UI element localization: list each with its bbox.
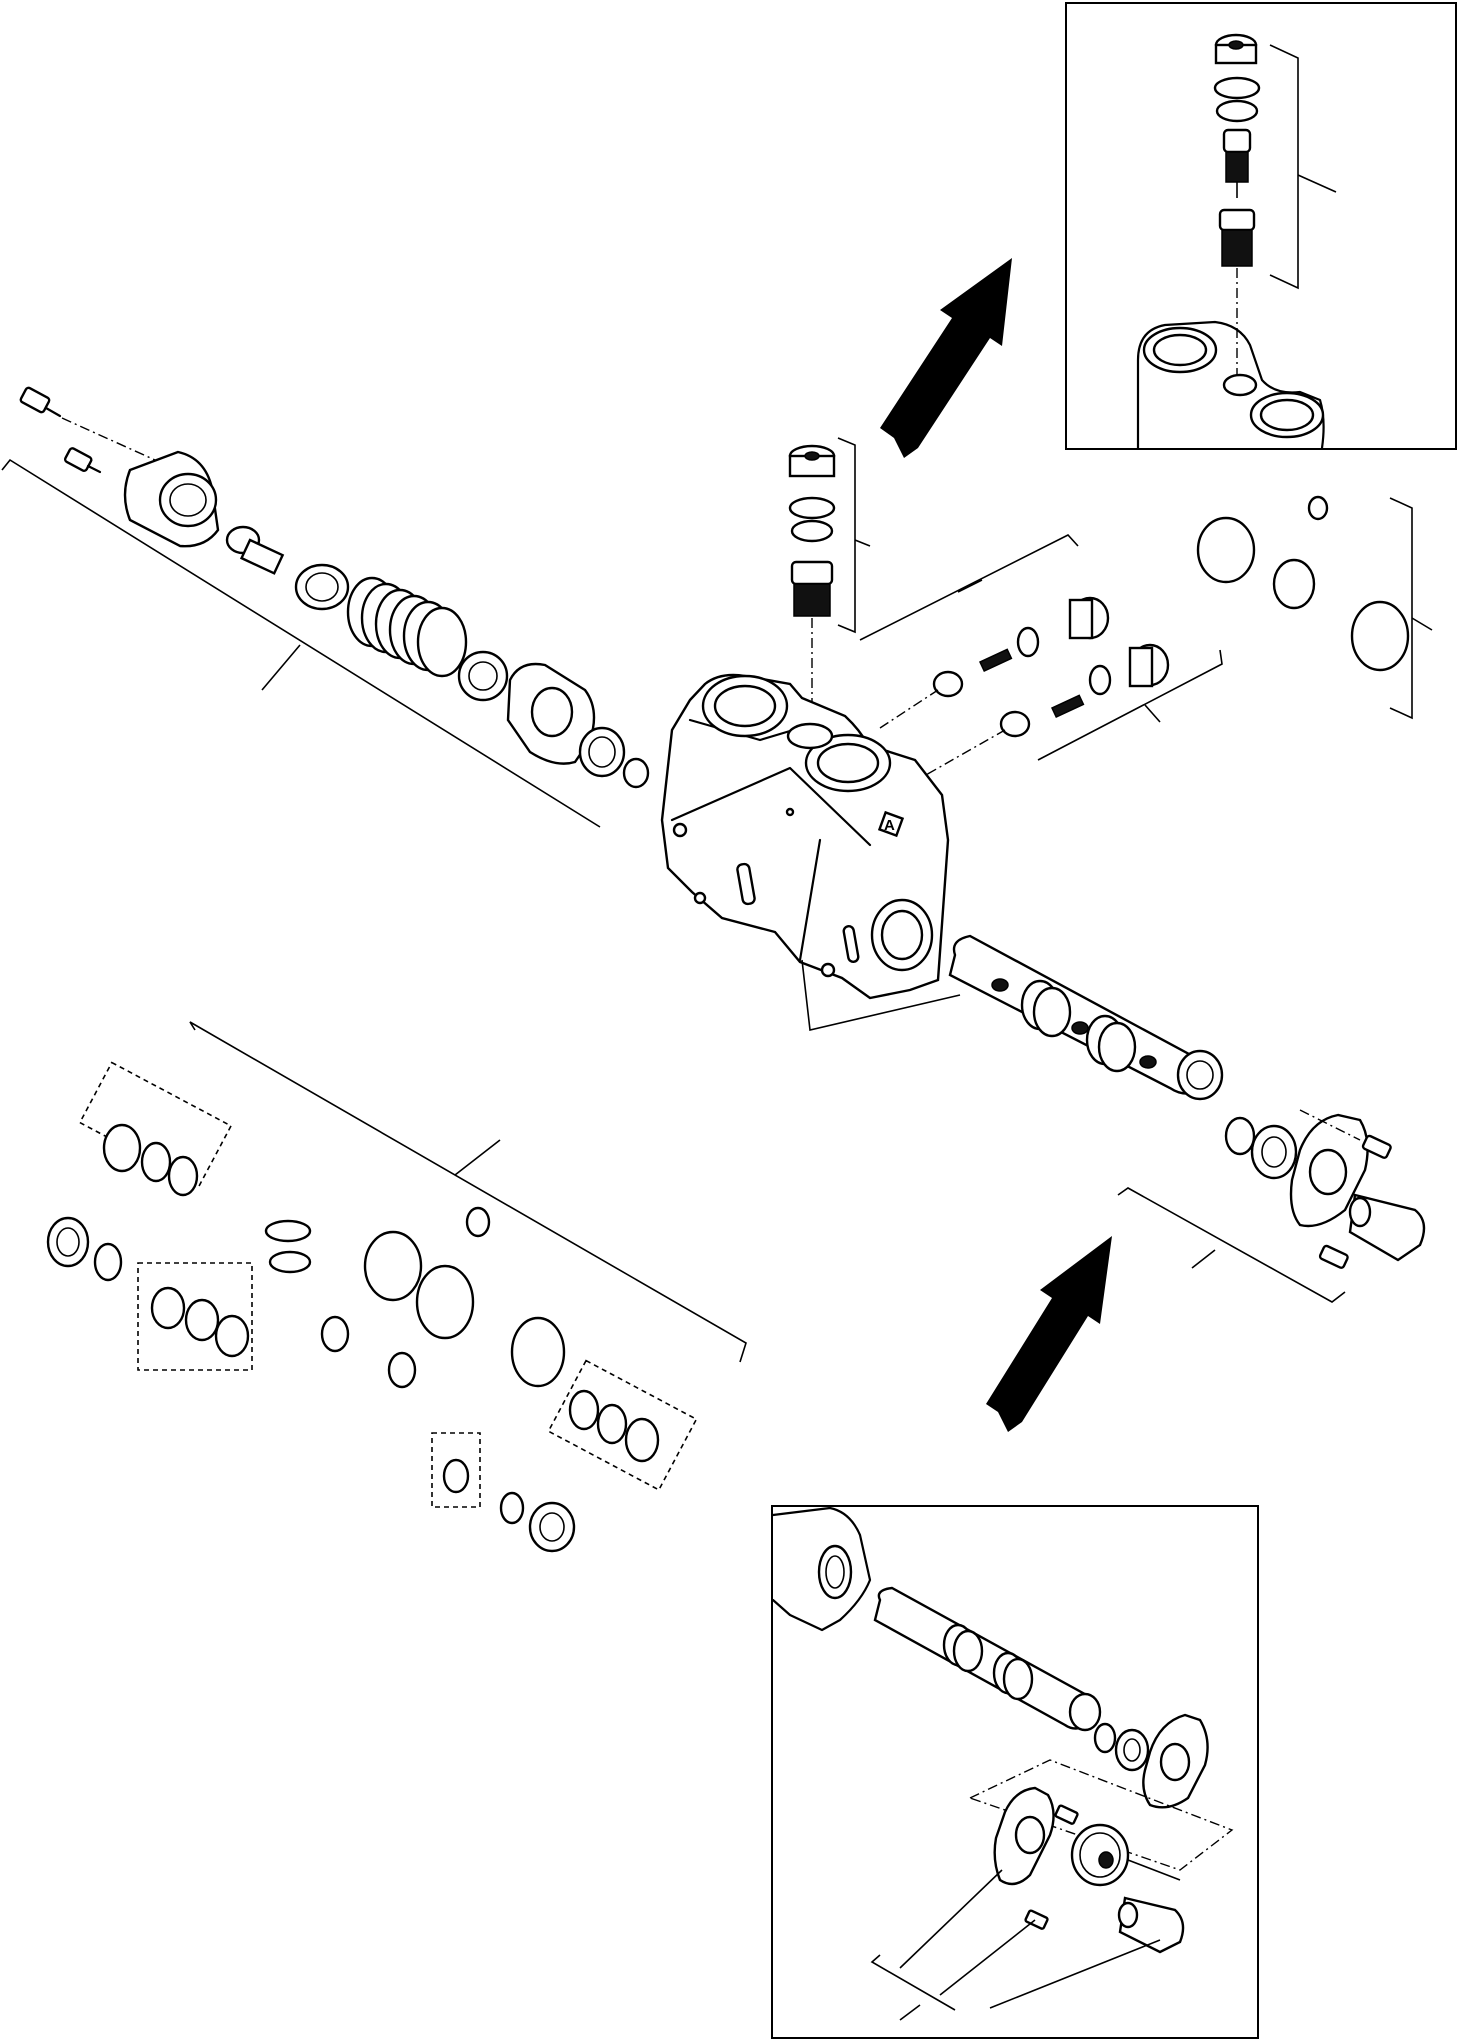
- o-ring-group-right: [1196, 495, 1433, 720]
- right-spool-end-assembly: [1117, 1109, 1426, 1303]
- spring-part: [346, 576, 468, 678]
- port-a-label: A: [884, 817, 895, 834]
- plug-part: [225, 525, 285, 575]
- retainer-part: [457, 650, 509, 702]
- up-right-arrow-icon: [986, 1236, 1112, 1432]
- detail-inset-relief-valve: [1065, 2, 1457, 450]
- left-spring-assembly: [1, 386, 650, 828]
- retainer-part: [294, 563, 350, 611]
- seal-kit-group: [46, 1021, 747, 1553]
- up-right-arrow-icon: [880, 258, 1012, 458]
- detail-inset-spool-end: [771, 1505, 1259, 2039]
- flange-part: [506, 662, 596, 765]
- main-spool: [948, 934, 1224, 1101]
- cover-part: [123, 450, 220, 548]
- bolt-part: [19, 386, 62, 418]
- check-valve-stack: [788, 437, 871, 730]
- seal-part: [578, 726, 626, 778]
- bolt-part: [63, 447, 102, 474]
- o-ring-part: [622, 757, 650, 789]
- right-plug-assemblies: [859, 534, 1223, 785]
- valve-body: A: [660, 673, 961, 1031]
